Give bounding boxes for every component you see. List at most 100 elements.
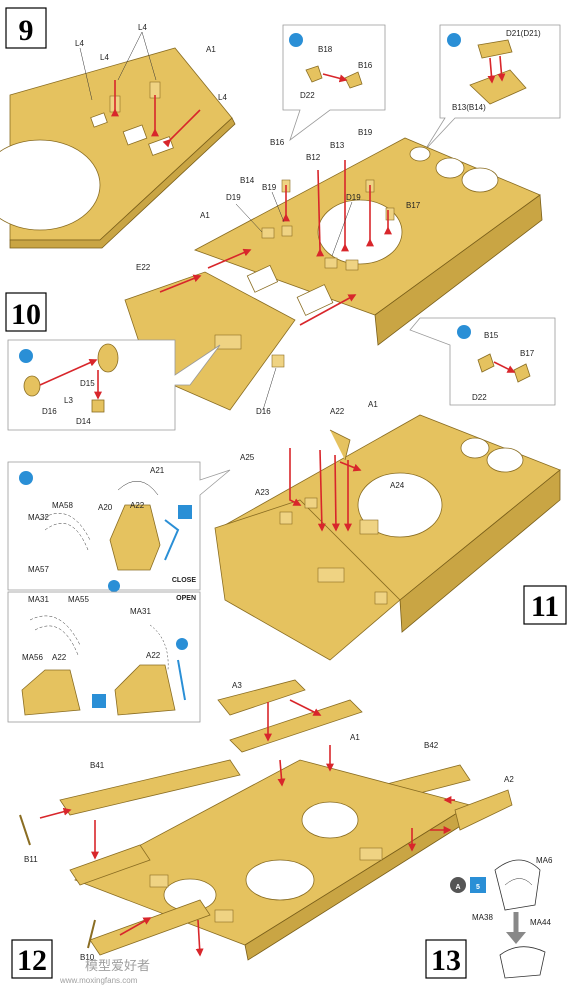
callout-close: A21 A20 A22 MA58 MA32 MA57 CLOSE: [7, 461, 231, 592]
svg-text:D16: D16: [42, 407, 57, 416]
step-9: 9 L4 L4 L4 A1 L4 B18 B16: [0, 7, 561, 416]
svg-text:B19: B19: [358, 128, 373, 137]
step-number: 10: [11, 298, 41, 331]
svg-text:L4: L4: [75, 39, 84, 48]
svg-text:OPEN: OPEN: [176, 595, 196, 602]
svg-text:A22: A22: [146, 651, 161, 660]
svg-text:B18: B18: [318, 45, 333, 54]
step-number-box: [5, 292, 47, 332]
svg-text:A22: A22: [52, 653, 67, 662]
svg-text:D22: D22: [300, 91, 315, 100]
hull-step-11: [214, 414, 561, 661]
down-arrow-icon: [506, 932, 526, 944]
svg-text:B16: B16: [358, 61, 373, 70]
svg-text:B17: B17: [520, 349, 535, 358]
svg-text:B11: B11: [24, 855, 38, 864]
svg-text:MA32: MA32: [28, 513, 49, 522]
step-number: 13: [431, 944, 461, 977]
step-12: A3 A1 B42 B41 A2 B11 B10 12: [11, 679, 514, 979]
svg-text:A22: A22: [130, 501, 145, 510]
svg-text:5: 5: [476, 884, 480, 891]
svg-text:B13: B13: [330, 141, 345, 150]
svg-text:A1: A1: [368, 400, 378, 409]
svg-text:B19: B19: [262, 183, 277, 192]
spring-part: [109, 504, 161, 571]
svg-text:A3: A3: [232, 681, 242, 690]
svg-text:B42: B42: [424, 741, 439, 750]
callout-b18-b16: B18 B16 D22: [282, 24, 386, 142]
svg-text:L3: L3: [64, 396, 73, 405]
step-13: A 5 MA6 MA38 MA44 13: [425, 856, 553, 979]
drive-hub: [97, 343, 119, 373]
tool-icon: [92, 694, 106, 708]
svg-text:MA58: MA58: [52, 501, 73, 510]
callout-d21-b13: D21(D21) B13(B14): [424, 24, 561, 151]
svg-text:D21(D21): D21(D21): [506, 29, 541, 38]
step-number-box: [11, 939, 53, 979]
svg-text:L4: L4: [218, 93, 227, 102]
glue-icon: [176, 638, 188, 650]
svg-text:B16: B16: [270, 138, 285, 147]
svg-text:MA38: MA38: [472, 913, 493, 922]
glue-icon: [19, 349, 33, 363]
svg-text:D22: D22: [472, 393, 487, 402]
glue-icon: [457, 325, 471, 339]
svg-text:CLOSE: CLOSE: [172, 577, 196, 584]
svg-text:MA44: MA44: [530, 918, 551, 927]
svg-text:D15: D15: [80, 379, 95, 388]
qty-box: [470, 877, 486, 893]
svg-text:A24: A24: [390, 481, 405, 490]
watermark: 模型爱好者 www.moxingfans.com: [59, 959, 150, 985]
turret-ring: [357, 472, 443, 538]
svg-text:D14: D14: [76, 417, 91, 426]
tool-icon: [178, 505, 192, 519]
svg-text:D16: D16: [256, 407, 271, 416]
callout-d16-d15: D16 D15 L3 D14: [7, 339, 221, 431]
step-11: A22 A1 A25 A24 A23 A21 A20 A22 MA58 MA32…: [7, 400, 567, 723]
svg-text:L4: L4: [138, 23, 147, 32]
svg-text:L4: L4: [100, 53, 109, 62]
glue-icon: [447, 33, 461, 47]
svg-text:A22: A22: [330, 407, 345, 416]
svg-text:D19: D19: [226, 193, 241, 202]
svg-text:B17: B17: [406, 201, 421, 210]
glue-icon: [108, 580, 120, 592]
svg-text:B10: B10: [80, 953, 95, 962]
upper-deck-plate: [0, 47, 236, 249]
svg-text:B15: B15: [484, 331, 499, 340]
svg-text:MA6: MA6: [536, 856, 553, 865]
svg-text:D19: D19: [346, 193, 361, 202]
svg-text:A21: A21: [150, 466, 165, 475]
svg-text:A1: A1: [206, 45, 216, 54]
shackle-part: [494, 859, 541, 911]
svg-text:B14: B14: [240, 176, 255, 185]
svg-text:A: A: [455, 884, 460, 891]
step-number-box: [523, 585, 567, 625]
callout-open: OPEN MA31 MA55 MA56 MA31 A22 A22: [7, 591, 201, 723]
svg-text:E22: E22: [136, 263, 151, 272]
svg-text:A20: A20: [98, 503, 113, 512]
turret-ring: [317, 199, 403, 265]
svg-text:A23: A23: [255, 488, 270, 497]
hatch: [317, 567, 345, 583]
glue-icon: [289, 33, 303, 47]
step-number-box: [5, 7, 47, 49]
svg-text:MA55: MA55: [68, 595, 89, 604]
svg-text:A1: A1: [350, 733, 360, 742]
sprue-marker: [450, 877, 466, 893]
svg-text:A1: A1: [200, 211, 210, 220]
step-number: 12: [17, 944, 47, 977]
part-a2: [454, 789, 513, 831]
step-number: 11: [531, 590, 559, 623]
svg-text:MA57: MA57: [28, 565, 49, 574]
glue-icon: [19, 471, 33, 485]
step-number-box: [425, 939, 467, 979]
svg-text:B12: B12: [306, 153, 321, 162]
svg-text:模型爱好者: 模型爱好者: [85, 959, 150, 974]
hatch: [214, 334, 242, 350]
step-number: 9: [19, 14, 34, 47]
svg-text:B13(B14): B13(B14): [452, 103, 486, 112]
part-a3: [217, 679, 306, 716]
turret-ring-hole: [0, 139, 101, 231]
